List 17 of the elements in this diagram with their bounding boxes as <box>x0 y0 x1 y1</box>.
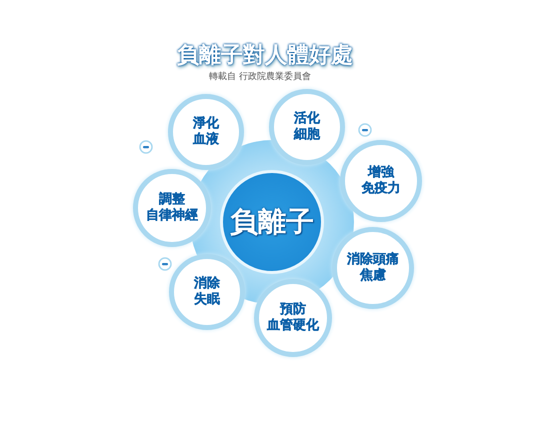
benefit-label: 預防血管硬化 <box>267 302 319 334</box>
benefit-circle <box>133 169 211 247</box>
benefit-label: 活化細胞 <box>294 111 320 143</box>
benefit-label: 增強免疫力 <box>362 165 400 197</box>
benefit-circle <box>269 89 345 165</box>
benefit-label: 淨化血液 <box>193 116 219 148</box>
title: 負離子對人體好處 <box>175 41 355 70</box>
benefit-circle <box>254 279 332 357</box>
benefit-label: 調整自律神經 <box>146 192 198 224</box>
benefit-label: 消除頭痛焦慮 <box>347 252 399 284</box>
source-note: 轉載自 行政院農業委員會 <box>208 70 312 83</box>
center-label: 負離子 <box>230 204 314 240</box>
benefit-circle <box>340 140 422 222</box>
benefit-circle <box>168 94 244 170</box>
benefit-circle <box>169 254 245 330</box>
benefit-circle <box>332 227 414 309</box>
benefit-label: 消除失眠 <box>194 276 220 308</box>
